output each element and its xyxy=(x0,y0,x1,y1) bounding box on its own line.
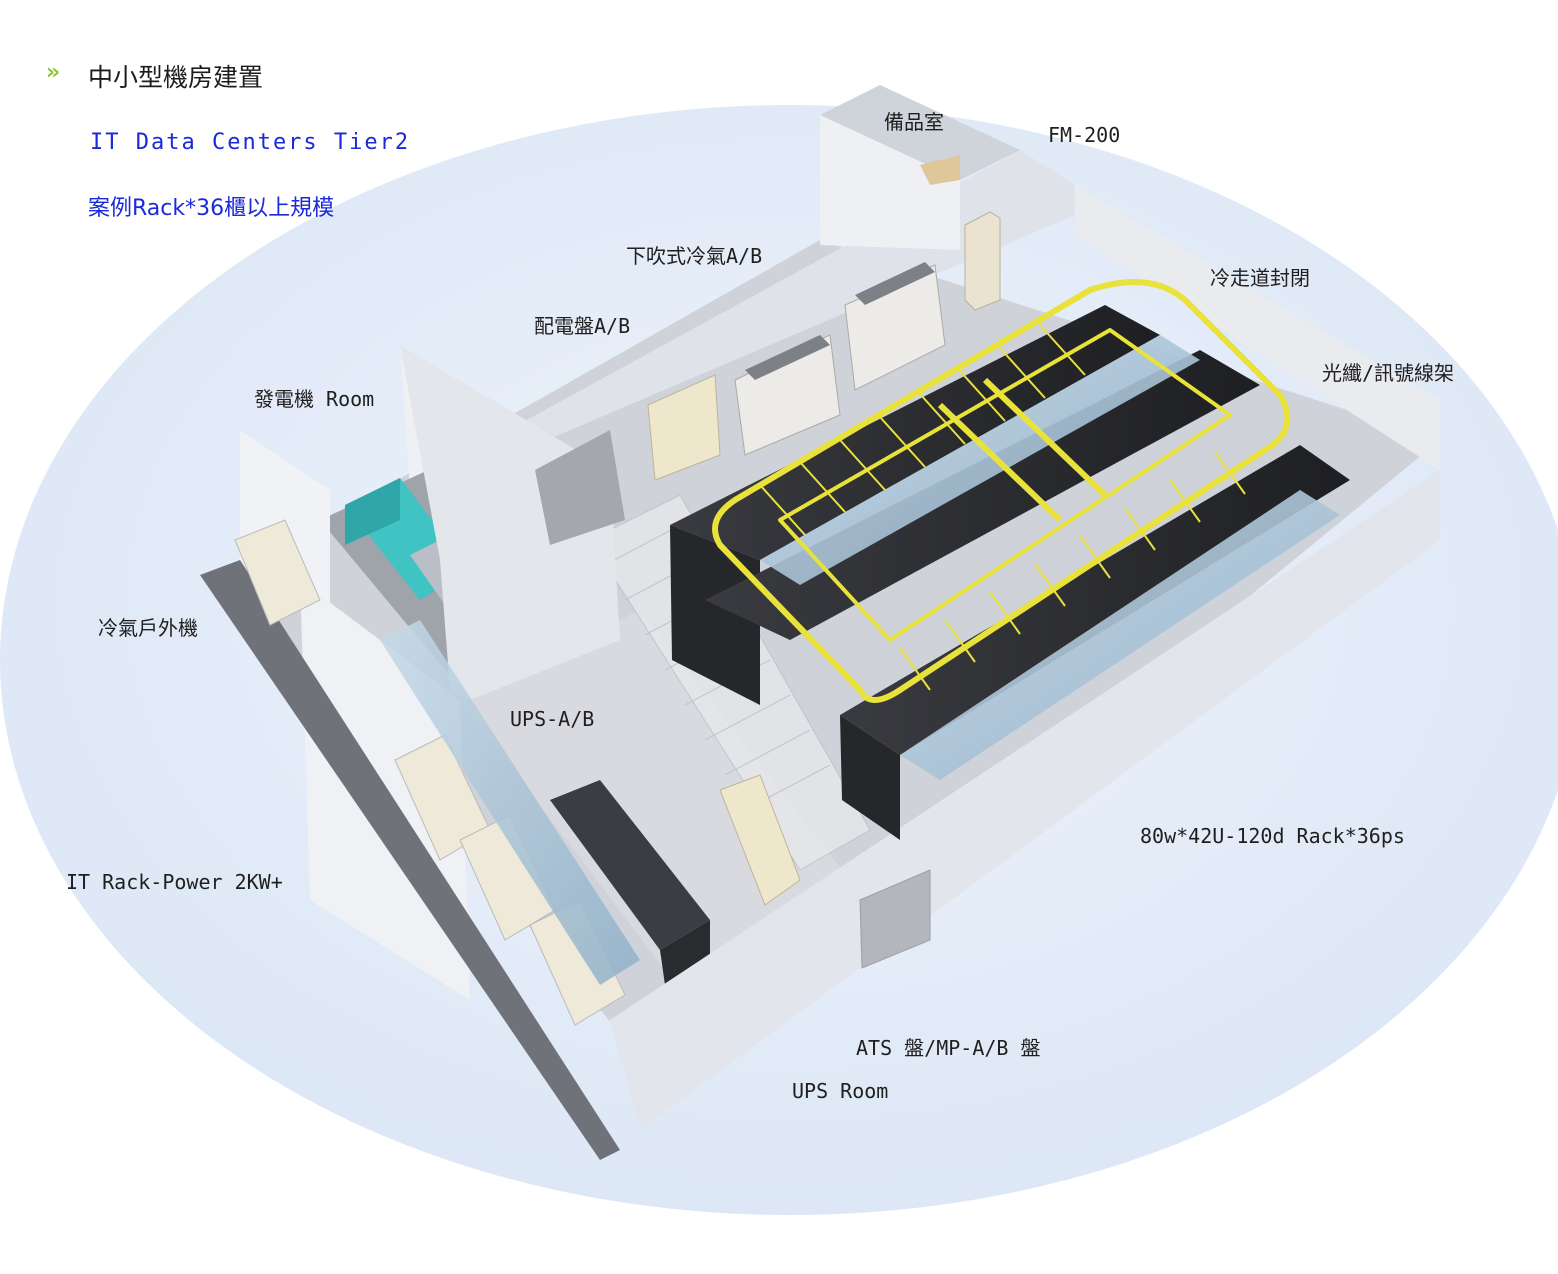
spare-room-side xyxy=(820,115,960,250)
right-wall xyxy=(1075,185,1440,470)
ats-panel xyxy=(719,774,801,906)
label-distribution-panel: 配電盤A/B xyxy=(534,314,631,338)
rack-row-3 xyxy=(840,445,1350,755)
back-wall-equipment xyxy=(535,262,946,545)
cable-tray-rungs xyxy=(759,324,1246,691)
label-fm200: FM-200 xyxy=(1048,123,1121,147)
label-ups-room: UPS Room xyxy=(792,1079,889,1103)
label-cold-aisle: 冷走道封閉 xyxy=(1210,266,1310,290)
ups-cabinet xyxy=(550,780,710,950)
rack-row-2 xyxy=(705,350,1260,640)
label-fiber-tray: 光纖/訊號線架 xyxy=(1322,361,1455,385)
header-arrow-icon: » xyxy=(46,60,60,85)
rack-row-1 xyxy=(670,305,1160,560)
ups-room-glass xyxy=(380,620,640,985)
partition-wall xyxy=(400,345,620,700)
front-wall-panel xyxy=(859,869,931,969)
subtitle-scale: 案例Rack*36櫃以上規模 xyxy=(88,196,335,221)
subtitle-tier: IT Data Centers Tier2 xyxy=(90,130,411,155)
outdoor-ac-units xyxy=(234,519,626,1026)
spare-room-wall xyxy=(820,85,1020,180)
fm200-cabinet xyxy=(964,211,1001,311)
label-ats-panel: ATS 盤/MP-A/B 盤 xyxy=(856,1036,1041,1060)
page-title: 中小型機房建置 xyxy=(88,63,264,92)
front-wall xyxy=(610,470,1440,1130)
ups-room-floor xyxy=(460,610,850,990)
label-downflow-ac: 下吹式冷氣A/B xyxy=(626,244,763,268)
label-spare-room: 備品室 xyxy=(884,110,944,134)
outdoor-ac-pad xyxy=(200,560,620,1160)
label-rack-spec: 80w*42U-120d Rack*36ps xyxy=(1140,824,1405,848)
label-rack-power: IT Rack-Power 2KW+ xyxy=(66,870,283,894)
rack-rows xyxy=(670,305,1350,840)
label-generator-room: 發電機 Room xyxy=(254,387,375,411)
label-ups-ab: UPS-A/B xyxy=(510,707,595,731)
cable-tray xyxy=(712,279,1291,703)
label-ac-outdoor: 冷氣戶外機 xyxy=(98,616,198,640)
cold-aisle-glass xyxy=(760,335,1340,780)
